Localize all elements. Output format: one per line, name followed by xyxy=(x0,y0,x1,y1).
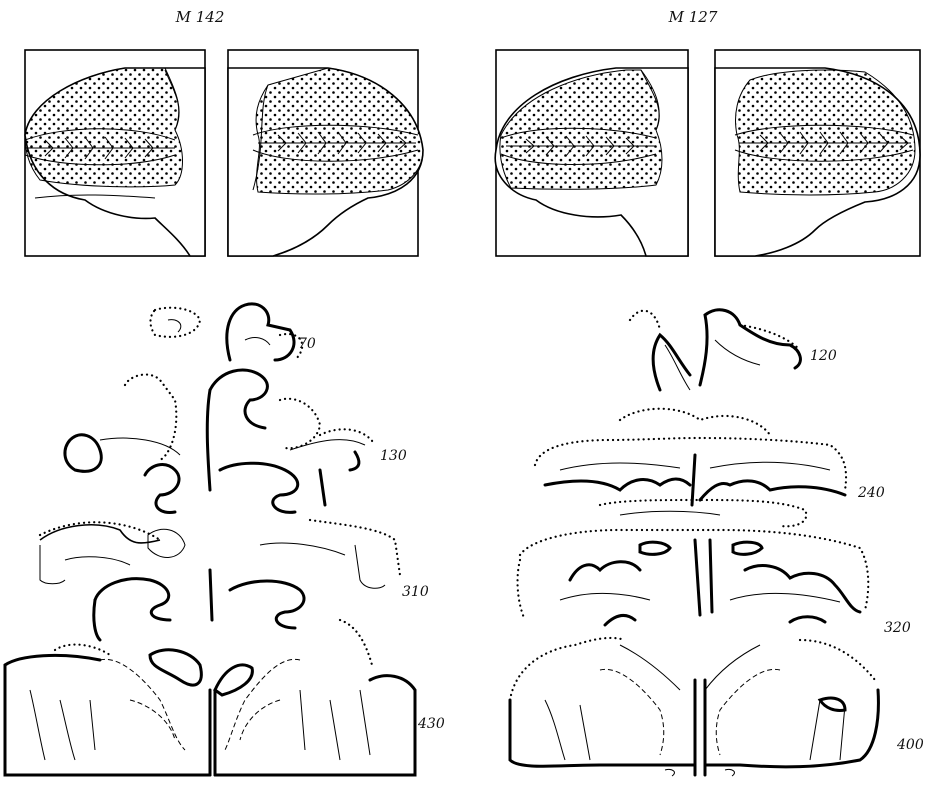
section-70 xyxy=(150,304,302,360)
panel-m142: M 142 xyxy=(5,8,445,775)
sections-m127 xyxy=(510,310,878,776)
level-label-310: 310 xyxy=(402,584,429,600)
hemisphere-right-m127 xyxy=(715,50,920,256)
level-label-240: 240 xyxy=(857,485,885,501)
sections-m142 xyxy=(5,304,415,775)
section-320 xyxy=(518,530,869,625)
panel-m127: M 127 xyxy=(495,8,924,776)
panel-title-m127: M 127 xyxy=(668,8,718,26)
level-label-130: 130 xyxy=(380,448,407,464)
section-400 xyxy=(510,638,878,776)
section-120 xyxy=(630,310,800,390)
level-label-400: 400 xyxy=(896,737,924,753)
panel-title-m142: M 142 xyxy=(175,8,225,26)
hemisphere-left-m127 xyxy=(495,50,688,256)
section-240 xyxy=(535,409,846,527)
level-label-430: 430 xyxy=(417,716,445,732)
section-430 xyxy=(5,620,415,775)
section-130 xyxy=(65,370,375,513)
level-label-320: 320 xyxy=(884,620,911,636)
level-label-120: 120 xyxy=(810,348,837,364)
level-label-70: 70 xyxy=(298,336,316,352)
hemisphere-left-m142 xyxy=(25,50,205,256)
hemisphere-right-m142 xyxy=(228,50,423,256)
section-310 xyxy=(40,520,400,640)
